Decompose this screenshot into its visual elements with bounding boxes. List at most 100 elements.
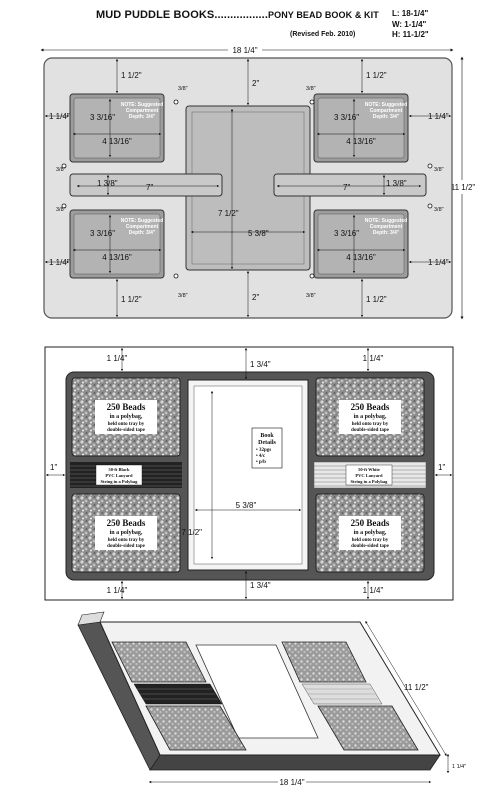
bottom-margin-label: 1 1/4": [363, 586, 384, 595]
overall-height-dimension: 11 1/2": [451, 56, 476, 320]
compartment-top-right: [313, 93, 409, 163]
note-line-3: Depth: 3/4": [129, 230, 156, 236]
side-margin-label: 1 1/4": [49, 112, 70, 121]
top-margin-label: 1 1/4": [107, 354, 128, 363]
top-margin-label: 1 1/2": [121, 71, 142, 80]
book-detail-pages: • 32pgs: [256, 448, 271, 453]
iso-depth-label: 1 1/4": [452, 764, 466, 770]
note-line-1: NOTE: Suggested: [121, 218, 164, 224]
lanyard-labels: 50-ft Black PVC Lanyard String in a Poly…: [101, 467, 389, 484]
top-margin-label: 1 1/4": [363, 354, 384, 363]
compartment-height-label: 3 3/16": [90, 113, 115, 122]
note-line-1: NOTE: Suggested: [365, 218, 408, 224]
bead-label-callouts: [95, 400, 401, 550]
lanyard-white: [313, 461, 427, 489]
slot-length-label: 7": [343, 183, 350, 192]
dimension-width: W: 1-1/4": [392, 19, 427, 29]
compartment-bottom-left: [69, 209, 165, 279]
bead-tape: double-sided tape: [351, 428, 389, 433]
overall-width-dimension: 18 1/4": [40, 44, 454, 55]
bead-held: held onto tray by: [352, 538, 389, 543]
side-margin-label: 1 1/4": [428, 258, 449, 267]
center-margin-label: 1 3/4": [250, 581, 271, 590]
offset-label: 3/8": [178, 86, 188, 92]
bottom-margin-label: 1 1/2": [121, 295, 142, 304]
bead-count: 250 Beads: [107, 402, 146, 412]
note-line-2: Compartment: [126, 224, 159, 230]
side-margin-label: 1 1/4": [428, 112, 449, 121]
lanyard-black-line-1: 50-ft Black: [108, 467, 130, 472]
compartment-top-left: [69, 93, 165, 163]
iso-dimension-labels: 18 1/4" 11 1/2" 1 1/4": [278, 683, 466, 787]
lanyard-black-line-2: PVC Lanyard: [105, 473, 133, 478]
lanyard-white-line-2: PVC Lanyard: [355, 473, 383, 478]
note-line-2: Compartment: [370, 224, 403, 230]
kit-name: PONY BEAD BOOK & KIT: [267, 10, 379, 20]
side-margin-label: 1 1/4": [49, 258, 70, 267]
book-detail-color: • 4/c: [256, 454, 266, 459]
bottom-margin-label: 1 1/2": [366, 295, 387, 304]
book-detail-binding: • p/b: [256, 460, 266, 465]
publisher-name: MUD PUDDLE BOOKS.................: [96, 9, 268, 21]
note-line-3: Depth: 3/4": [129, 114, 156, 120]
revision-date: (Revised Feb. 2010): [290, 31, 356, 38]
compartment-width-label: 4 13/16": [102, 253, 132, 262]
bead-count: 250 Beads: [107, 518, 146, 528]
compartment-width-label: 4 13/16": [102, 137, 132, 146]
header-title: MUD PUDDLE BOOKS.................PONY BE…: [96, 9, 379, 21]
compartment-height-label: 3 3/16": [334, 229, 359, 238]
lanyard-black-line-3: String in a Polybag: [101, 479, 139, 484]
note-line-1: NOTE: Suggested: [121, 102, 164, 108]
dimension-height: H: 11-1/2": [392, 30, 429, 39]
compartment-bottom-right: [313, 209, 409, 279]
side-margin-label: 1": [438, 463, 445, 472]
note-line-3: Depth: 3/4": [373, 230, 400, 236]
offset-label: 3/8": [56, 167, 66, 173]
alignment-dots: [61, 99, 433, 279]
filled-dimension-lines: [45, 347, 453, 600]
slot-height-label: 1 3/8": [386, 179, 407, 188]
offset-label: 3/8": [306, 293, 316, 299]
bottom-margin-label: 1 1/4": [107, 586, 128, 595]
top-margin-label: 1 1/2": [366, 71, 387, 80]
filled-dimension-labels: 1 1/4" 1 1/4" 1 1/4" 1 1/4" 1 3/4" 1 3/4…: [50, 354, 445, 595]
offset-label: 3/8": [56, 207, 66, 213]
center-gap-label: 2": [252, 293, 259, 302]
offset-label: 3/8": [178, 293, 188, 299]
book-height-label: 7 1/2": [181, 528, 202, 537]
note-line-2: Compartment: [370, 108, 403, 114]
slot-height-label: 1 3/8": [97, 179, 118, 188]
compartment-notes: NOTE: Suggested Compartment Depth: 3/4" …: [121, 102, 408, 236]
bead-labels: 250 Beads in a polybag, held onto tray b…: [107, 402, 390, 549]
iso-width-label: 11 1/2": [404, 683, 429, 692]
compartment-width-label: 4 13/16": [346, 253, 376, 262]
lanyard-white-line-3: String in a Polybag: [351, 479, 389, 484]
bead-held: held onto tray by: [108, 538, 145, 543]
book-details-title: Book: [260, 433, 274, 439]
book: [187, 379, 309, 571]
header-dimensions: L: 18-1/4" W: 1-1/4" H: 11-1/2": [392, 9, 429, 41]
lanyard-white-line-1: 50-ft White: [358, 467, 380, 472]
compartment-height-label: 3 3/16": [334, 113, 359, 122]
note-line-2: Compartment: [126, 108, 159, 114]
bead-polybag: in a polybag,: [110, 530, 143, 536]
note-line-1: NOTE: Suggested: [365, 102, 408, 108]
side-margin-label: 1": [50, 463, 57, 472]
bead-polybag: in a polybag,: [354, 414, 387, 420]
iso-length-label: 18 1/4": [279, 778, 304, 787]
slot-length-label: 7": [146, 183, 153, 192]
bead-tape: double-sided tape: [107, 544, 145, 549]
offset-label: 3/8": [434, 207, 444, 213]
compartment-dimension-lines: [44, 58, 452, 318]
overall-width-label: 18 1/4": [232, 46, 257, 55]
bead-tape: double-sided tape: [107, 428, 145, 433]
offset-label: 3/8": [306, 86, 316, 92]
overall-height-label: 11 1/2": [451, 183, 476, 192]
bead-polybag: in a polybag,: [110, 414, 143, 420]
bead-polybag: in a polybag,: [354, 530, 387, 536]
bead-held: held onto tray by: [108, 422, 145, 427]
center-margin-label: 1 3/4": [250, 360, 271, 369]
dimension-length: L: 18-1/4": [392, 9, 429, 18]
compartment-width-label: 4 13/16": [346, 137, 376, 146]
